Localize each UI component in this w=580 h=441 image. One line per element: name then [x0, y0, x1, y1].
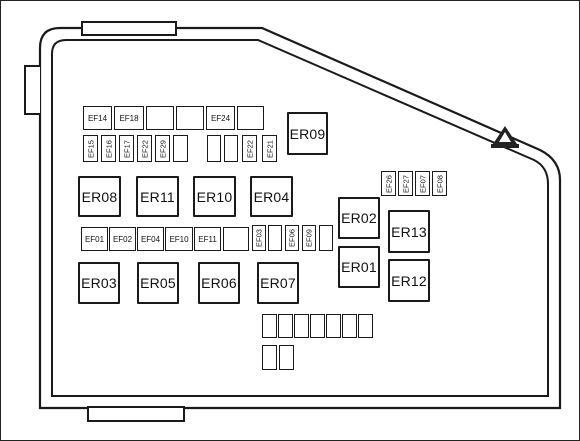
relay-er01: ER01	[338, 246, 380, 288]
fuse-slot	[319, 225, 333, 251]
fuse-ef06: EF06	[285, 225, 299, 251]
fuse-slot	[294, 314, 309, 338]
fuse-slot	[310, 314, 325, 338]
fuse-slot	[207, 135, 221, 162]
fuse-slot	[268, 225, 282, 251]
fuse-slot	[176, 106, 204, 130]
fuse-ef02: EF02	[109, 227, 136, 251]
relay-er08: ER08	[78, 176, 121, 217]
fuse-ef16: EF16	[101, 135, 116, 162]
fuse-slot	[262, 345, 277, 370]
relay-er11: ER11	[136, 176, 179, 217]
fuse-slot	[146, 106, 174, 130]
relay-er03: ER03	[78, 262, 120, 304]
fuse-ef01: EF01	[81, 227, 108, 251]
fuse-slot	[223, 227, 249, 251]
fuse-slot	[358, 314, 373, 338]
fuse-ef26: EF26	[381, 171, 396, 196]
relay-er12: ER12	[388, 259, 430, 302]
fuse-slot	[262, 314, 277, 338]
fuse-ef27: EF27	[398, 171, 413, 196]
relay-er06: ER06	[198, 262, 240, 304]
fuse-slot	[237, 106, 264, 130]
fuse-ef18: EF18	[114, 106, 144, 130]
fuse-ef24: EF24	[206, 106, 235, 130]
fuse-ef17: EF17	[119, 135, 134, 162]
fuse-ef14: EF14	[83, 106, 112, 130]
fuse-slot	[278, 314, 293, 338]
fuse-ef10: EF10	[165, 227, 193, 251]
fuse-ef04: EF04	[137, 227, 164, 251]
relay-er13: ER13	[388, 210, 430, 253]
relay-er05: ER05	[137, 262, 179, 304]
fuse-slot	[342, 314, 357, 338]
fuse-slot	[326, 314, 341, 338]
fuse-ef07: EF07	[415, 171, 430, 196]
fuse-ef21: EF21	[262, 135, 277, 162]
fuse-slot	[279, 345, 294, 370]
fuse-ef15: EF15	[83, 135, 98, 162]
fuse-ef09: EF09	[302, 225, 316, 251]
fuse-ef22: EF22	[137, 135, 152, 162]
fuse-ef11: EF11	[194, 227, 221, 251]
fuse-ef22: EF22	[242, 135, 257, 162]
fuse-ef03: EF03	[252, 225, 266, 251]
relay-er02: ER02	[338, 197, 380, 239]
relay-er10: ER10	[193, 176, 236, 217]
relay-er09: ER09	[287, 112, 328, 155]
relay-er04: ER04	[250, 176, 293, 217]
fuse-slot	[224, 135, 238, 162]
fuse-ef29: EF29	[155, 135, 170, 162]
relay-er07: ER07	[257, 262, 299, 304]
publisher-logo	[491, 126, 519, 148]
fuse-slot	[173, 135, 188, 162]
fuse-ef08: EF08	[432, 171, 447, 196]
